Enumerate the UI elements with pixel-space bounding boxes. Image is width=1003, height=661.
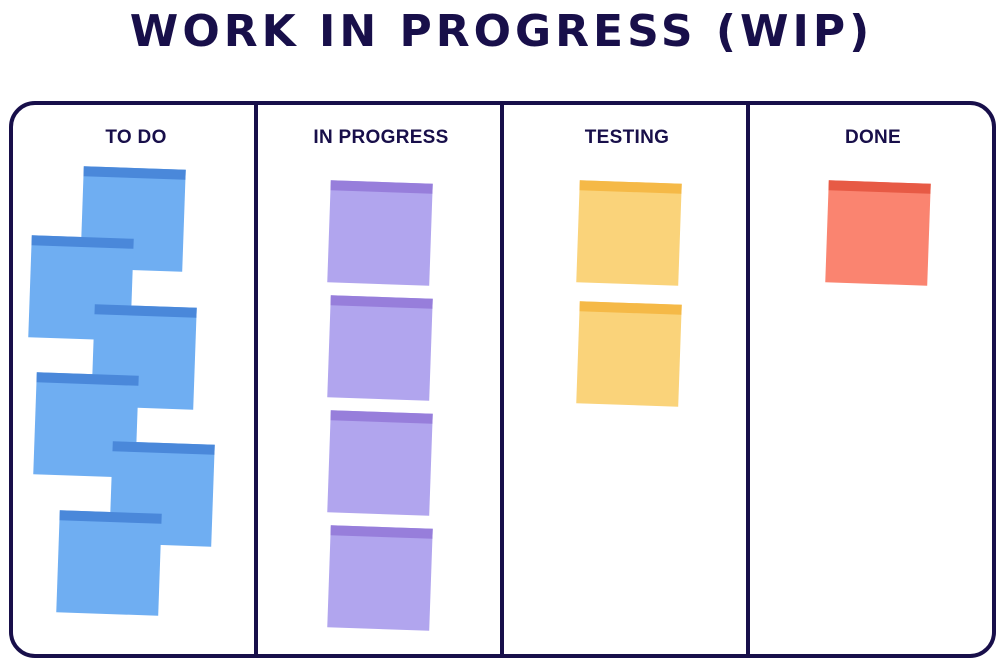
column-divider	[254, 101, 258, 658]
note-header-bar	[330, 525, 433, 539]
note-header-bar	[59, 510, 162, 524]
sticky-note-testing[interactable]	[576, 180, 682, 286]
note-header-bar	[579, 180, 682, 194]
sticky-note-testing[interactable]	[576, 301, 682, 407]
sticky-note-in-progress[interactable]	[327, 295, 433, 401]
sticky-note-in-progress[interactable]	[327, 180, 433, 286]
note-header-bar	[31, 235, 134, 249]
note-header-bar	[330, 295, 433, 309]
note-header-bar	[94, 304, 197, 318]
sticky-note-in-progress[interactable]	[327, 525, 433, 631]
column-header-in-progress: IN PROGRESS	[313, 127, 449, 148]
column-divider	[500, 101, 504, 658]
column-header-done: DONE	[844, 127, 902, 148]
column-header-todo: TO DO	[105, 127, 167, 148]
note-header-bar	[83, 166, 186, 180]
column-header-testing: TESTING	[584, 127, 670, 148]
sticky-note-done[interactable]	[825, 180, 931, 286]
note-header-bar	[579, 301, 682, 315]
note-header-bar	[112, 441, 215, 455]
sticky-note-todo[interactable]	[56, 510, 162, 616]
note-header-bar	[36, 372, 139, 386]
page-title: WORK IN PROGRESS (WIP)	[129, 6, 874, 57]
note-header-bar	[330, 180, 433, 194]
note-header-bar	[828, 180, 931, 194]
note-header-bar	[330, 410, 433, 424]
column-divider	[746, 101, 750, 658]
sticky-note-in-progress[interactable]	[327, 410, 433, 516]
